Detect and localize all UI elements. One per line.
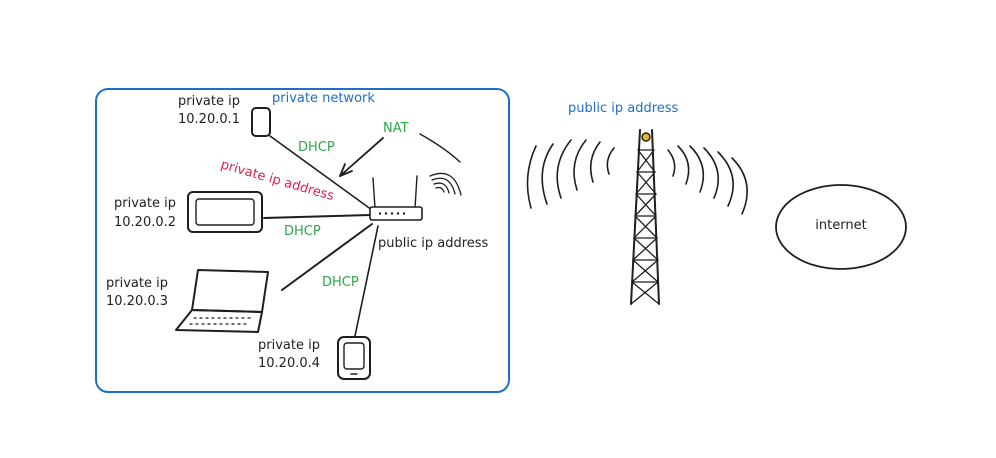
laptop-icon [175,269,269,333]
dhcp-label-3: DHCP [322,275,359,290]
nat-arrow [339,137,384,177]
device-2-ip: 10.20.0.2 [114,215,176,230]
connections [263,133,461,337]
router-wifi-waves-icon [429,172,462,196]
device-4-ip: 10.20.0.4 [258,356,320,371]
link-laptop-router [281,223,373,291]
tower-left-waves-icon [526,139,615,209]
internet-cloud [775,184,907,270]
device-3-ip: 10.20.0.3 [106,294,168,309]
internet-label: internet [815,218,866,233]
device-1-ip: 10.20.0.1 [178,112,240,127]
dhcp-label-1: DHCP [298,140,335,155]
device-2-label: private ip [114,196,176,211]
cell-tower-icon [630,129,660,305]
monitor-icon [187,191,263,233]
phone-icon [251,107,271,137]
link-monitor-router [263,214,371,219]
link-tablet-router [354,225,379,337]
nat-curve [419,133,461,163]
nat-label: NAT [383,121,409,136]
dhcp-label-2: DHCP [284,224,321,239]
device-1-label: private ip [178,94,240,109]
private-network-boundary [95,88,510,393]
tower-label: public ip address [568,101,679,116]
device-4-label: private ip [258,338,320,353]
router-public-ip-label: public ip address [378,236,489,251]
link-phone-router [269,135,373,211]
private-network-title: private network [272,91,375,106]
router-icon [369,175,423,221]
device-3-label: private ip [106,276,168,291]
tower-right-waves-icon [667,145,748,215]
tablet-icon [337,336,371,380]
